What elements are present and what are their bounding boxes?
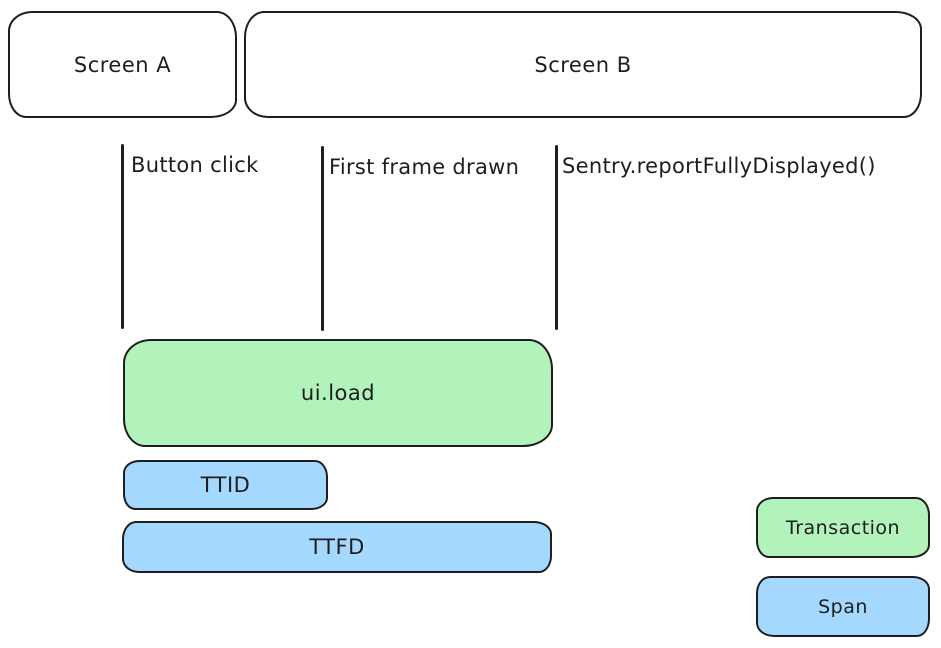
first-frame-drawn-marker-line (321, 146, 324, 331)
ttfd-span-bar: TTFD (122, 521, 552, 573)
first-frame-drawn-marker-label: First frame drawn (329, 155, 520, 179)
ttfd-label: TTFD (309, 535, 365, 559)
button-click-marker-label: Button click (131, 153, 259, 177)
report-fully-displayed-marker-label: Sentry.reportFullyDisplayed() (562, 154, 876, 178)
report-fully-displayed-marker-line (555, 145, 558, 330)
button-click-marker-line (121, 144, 124, 329)
screen-a-box: Screen A (8, 11, 237, 118)
ui-load-transaction-bar: ui.load (123, 339, 553, 447)
screen-a-label: Screen A (73, 52, 172, 77)
legend-transaction-label: Transaction (785, 516, 901, 539)
legend-span-label: Span (818, 595, 868, 618)
legend-span-box: Span (756, 576, 930, 637)
ttid-span-bar: TTID (123, 460, 328, 510)
screen-b-label: Screen B (534, 52, 632, 77)
legend-transaction-box: Transaction (756, 497, 930, 558)
screen-b-box: Screen B (244, 11, 922, 118)
ttid-label: TTID (200, 473, 251, 497)
ui-load-label: ui.load (300, 381, 376, 405)
